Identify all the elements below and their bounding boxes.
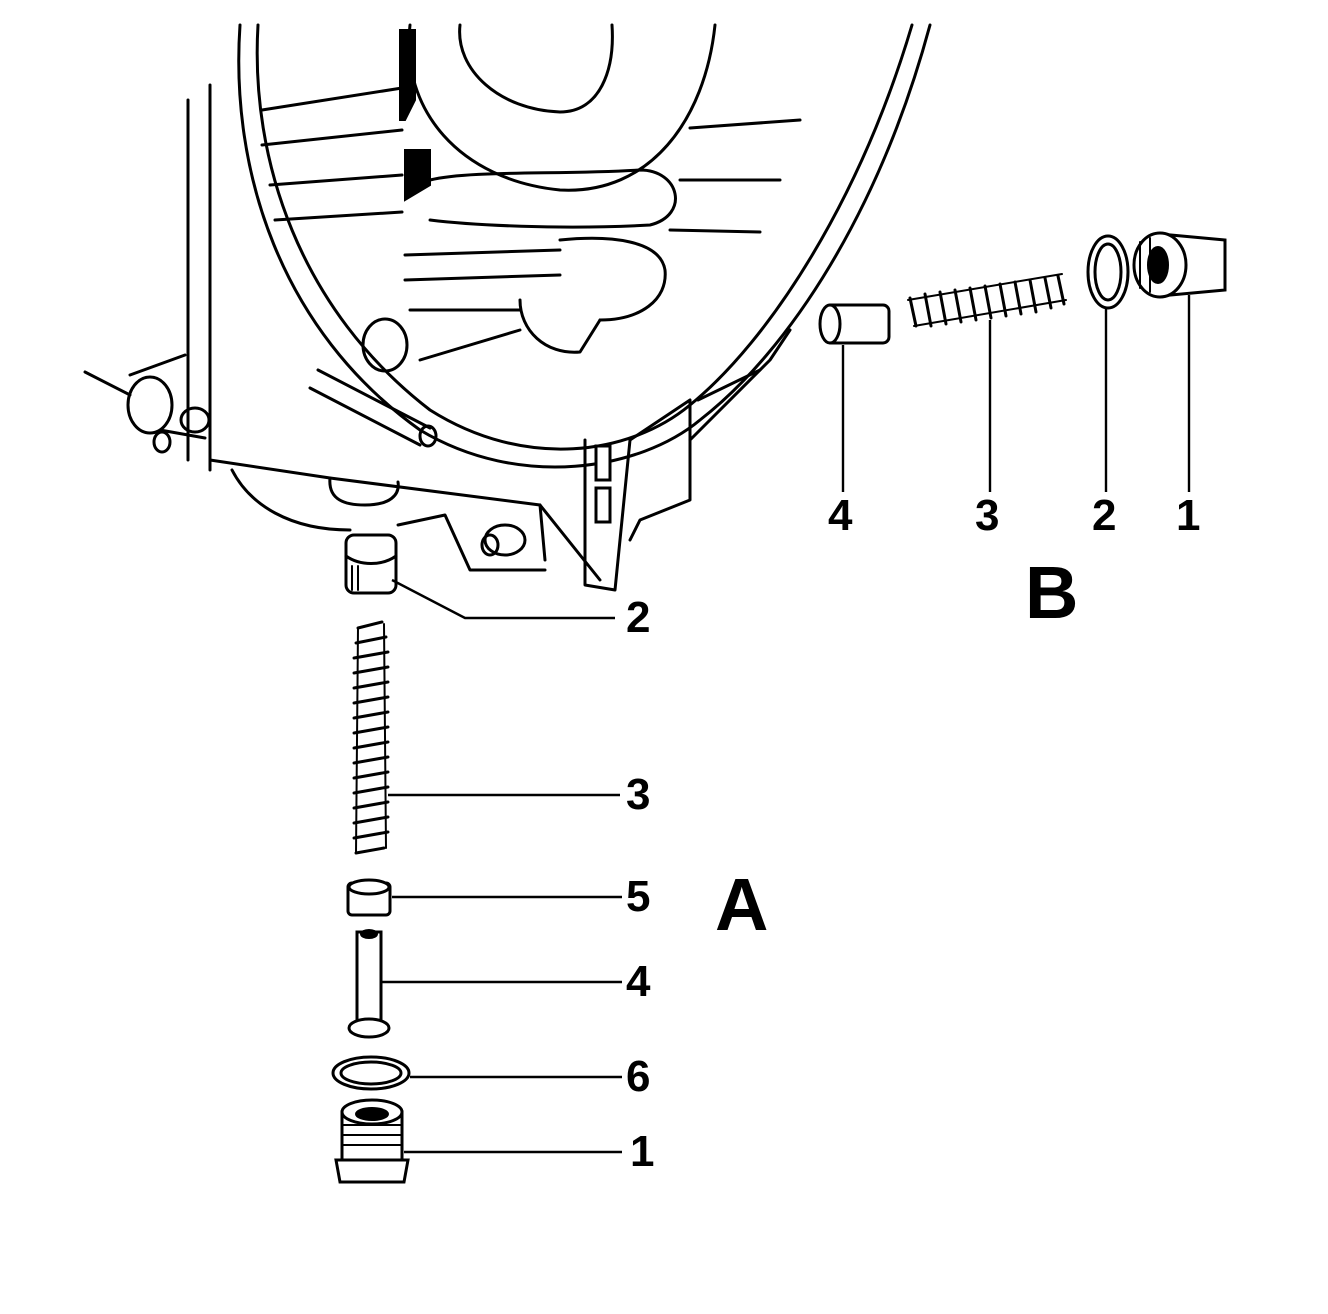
- callout-b-4: 4: [828, 491, 853, 540]
- a-sleeve-part-5: [346, 878, 392, 917]
- leader-lines: [382, 295, 1191, 1154]
- a-seal-ring-part-6: [331, 1055, 411, 1091]
- b-seal-ring-part-2: [1086, 234, 1130, 310]
- transmission-housing: [83, 23, 932, 592]
- assembly-b-label: B: [1025, 551, 1078, 634]
- callout-a-6: 6: [626, 1052, 650, 1101]
- a-spring-part-3: [352, 620, 390, 855]
- a-plug-part-1: [334, 1098, 410, 1184]
- callout-b-2: 2: [1092, 491, 1116, 540]
- callout-b-3: 3: [975, 491, 999, 540]
- callout-a-4: 4: [626, 957, 651, 1006]
- a-tube-part-4: [347, 929, 391, 1039]
- callout-a-1: 1: [630, 1127, 654, 1176]
- callout-a-3: 3: [626, 770, 650, 819]
- callout-a-5: 5: [626, 872, 650, 921]
- a-plunger-part-2: [344, 533, 398, 595]
- assembly-a-label: A: [715, 863, 768, 946]
- b-plug-part-1: [1132, 231, 1227, 299]
- callouts-b: 4 3 2 1: [828, 491, 1200, 540]
- b-plunger-part-4: [818, 303, 891, 345]
- assembly-b: [818, 231, 1227, 345]
- b-spring-part-3: [907, 273, 1067, 328]
- callout-b-1: 1: [1176, 491, 1200, 540]
- callout-a-2: 2: [626, 593, 650, 642]
- callouts-a: 2 3 5 4 6 1: [626, 593, 654, 1176]
- assembly-a: [331, 533, 411, 1184]
